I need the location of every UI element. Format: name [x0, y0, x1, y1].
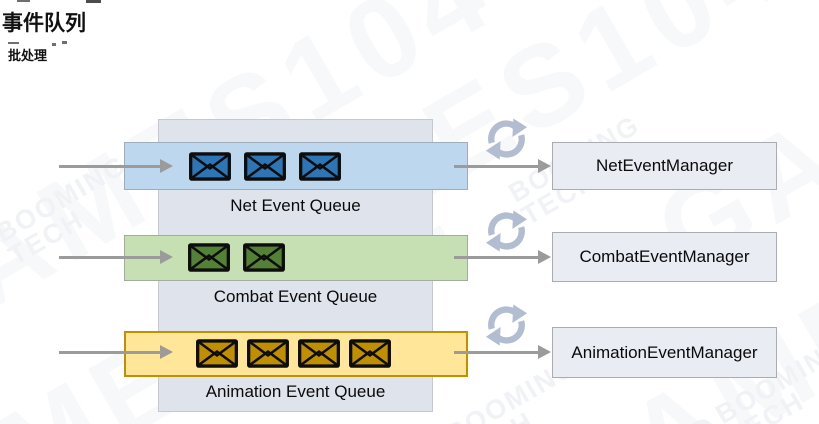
outgoing-arrow-head — [538, 250, 551, 264]
loop-refresh-icon — [485, 210, 528, 252]
cropped-text-artifact — [86, 0, 101, 3]
outgoing-arrow — [454, 351, 539, 354]
incoming-arrow-head — [160, 250, 173, 264]
envelope-icon — [188, 243, 230, 272]
incoming-arrow — [59, 351, 161, 354]
loop-refresh-icon — [485, 304, 528, 346]
queue-label: Net Event Queue — [230, 196, 361, 215]
booming-tech-watermark: BOOMING TECH — [0, 149, 144, 270]
envelope-icon — [349, 339, 391, 368]
cropped-text-artifact — [8, 42, 19, 44]
envelope-icon — [247, 339, 289, 368]
incoming-arrow-head — [160, 159, 173, 173]
envelope-icon — [189, 152, 231, 181]
envelope-icon — [298, 339, 340, 368]
envelope-group — [188, 152, 342, 181]
queue-label: Animation Event Queue — [205, 382, 386, 401]
envelope-group — [195, 339, 392, 368]
envelope-icon — [243, 243, 285, 272]
queue-bar — [124, 142, 468, 190]
manager-box: AnimationEventManager — [552, 327, 777, 378]
outgoing-arrow-head — [538, 345, 551, 359]
page-title: 事件队列 — [2, 12, 86, 35]
manager-box: NetEventManager — [552, 142, 777, 190]
outgoing-arrow — [454, 165, 539, 168]
envelope-icon — [196, 339, 238, 368]
loop-refresh-icon — [485, 118, 528, 160]
envelope-group — [187, 243, 286, 272]
cropped-text-artifact — [62, 41, 67, 44]
queue-bar — [124, 235, 468, 281]
games104-watermark: GAMES104 — [771, 84, 819, 424]
outgoing-arrow-head — [538, 159, 551, 173]
page-subtitle: 批处理 — [8, 48, 48, 63]
envelope-icon — [299, 152, 341, 181]
incoming-arrow-head — [160, 345, 173, 359]
incoming-arrow — [59, 256, 161, 259]
envelope-icon — [244, 152, 286, 181]
outgoing-arrow — [454, 256, 539, 259]
queue-label: Combat Event Queue — [213, 287, 378, 306]
manager-box: CombatEventManager — [552, 232, 777, 282]
booming-tech-text: TECH — [453, 376, 594, 424]
booming-tech-logo-icon: R — [670, 415, 728, 424]
cropped-text-artifact — [52, 43, 56, 46]
incoming-arrow — [59, 165, 161, 168]
cropped-text-artifact — [17, 0, 30, 2]
queue-bar — [124, 331, 468, 377]
